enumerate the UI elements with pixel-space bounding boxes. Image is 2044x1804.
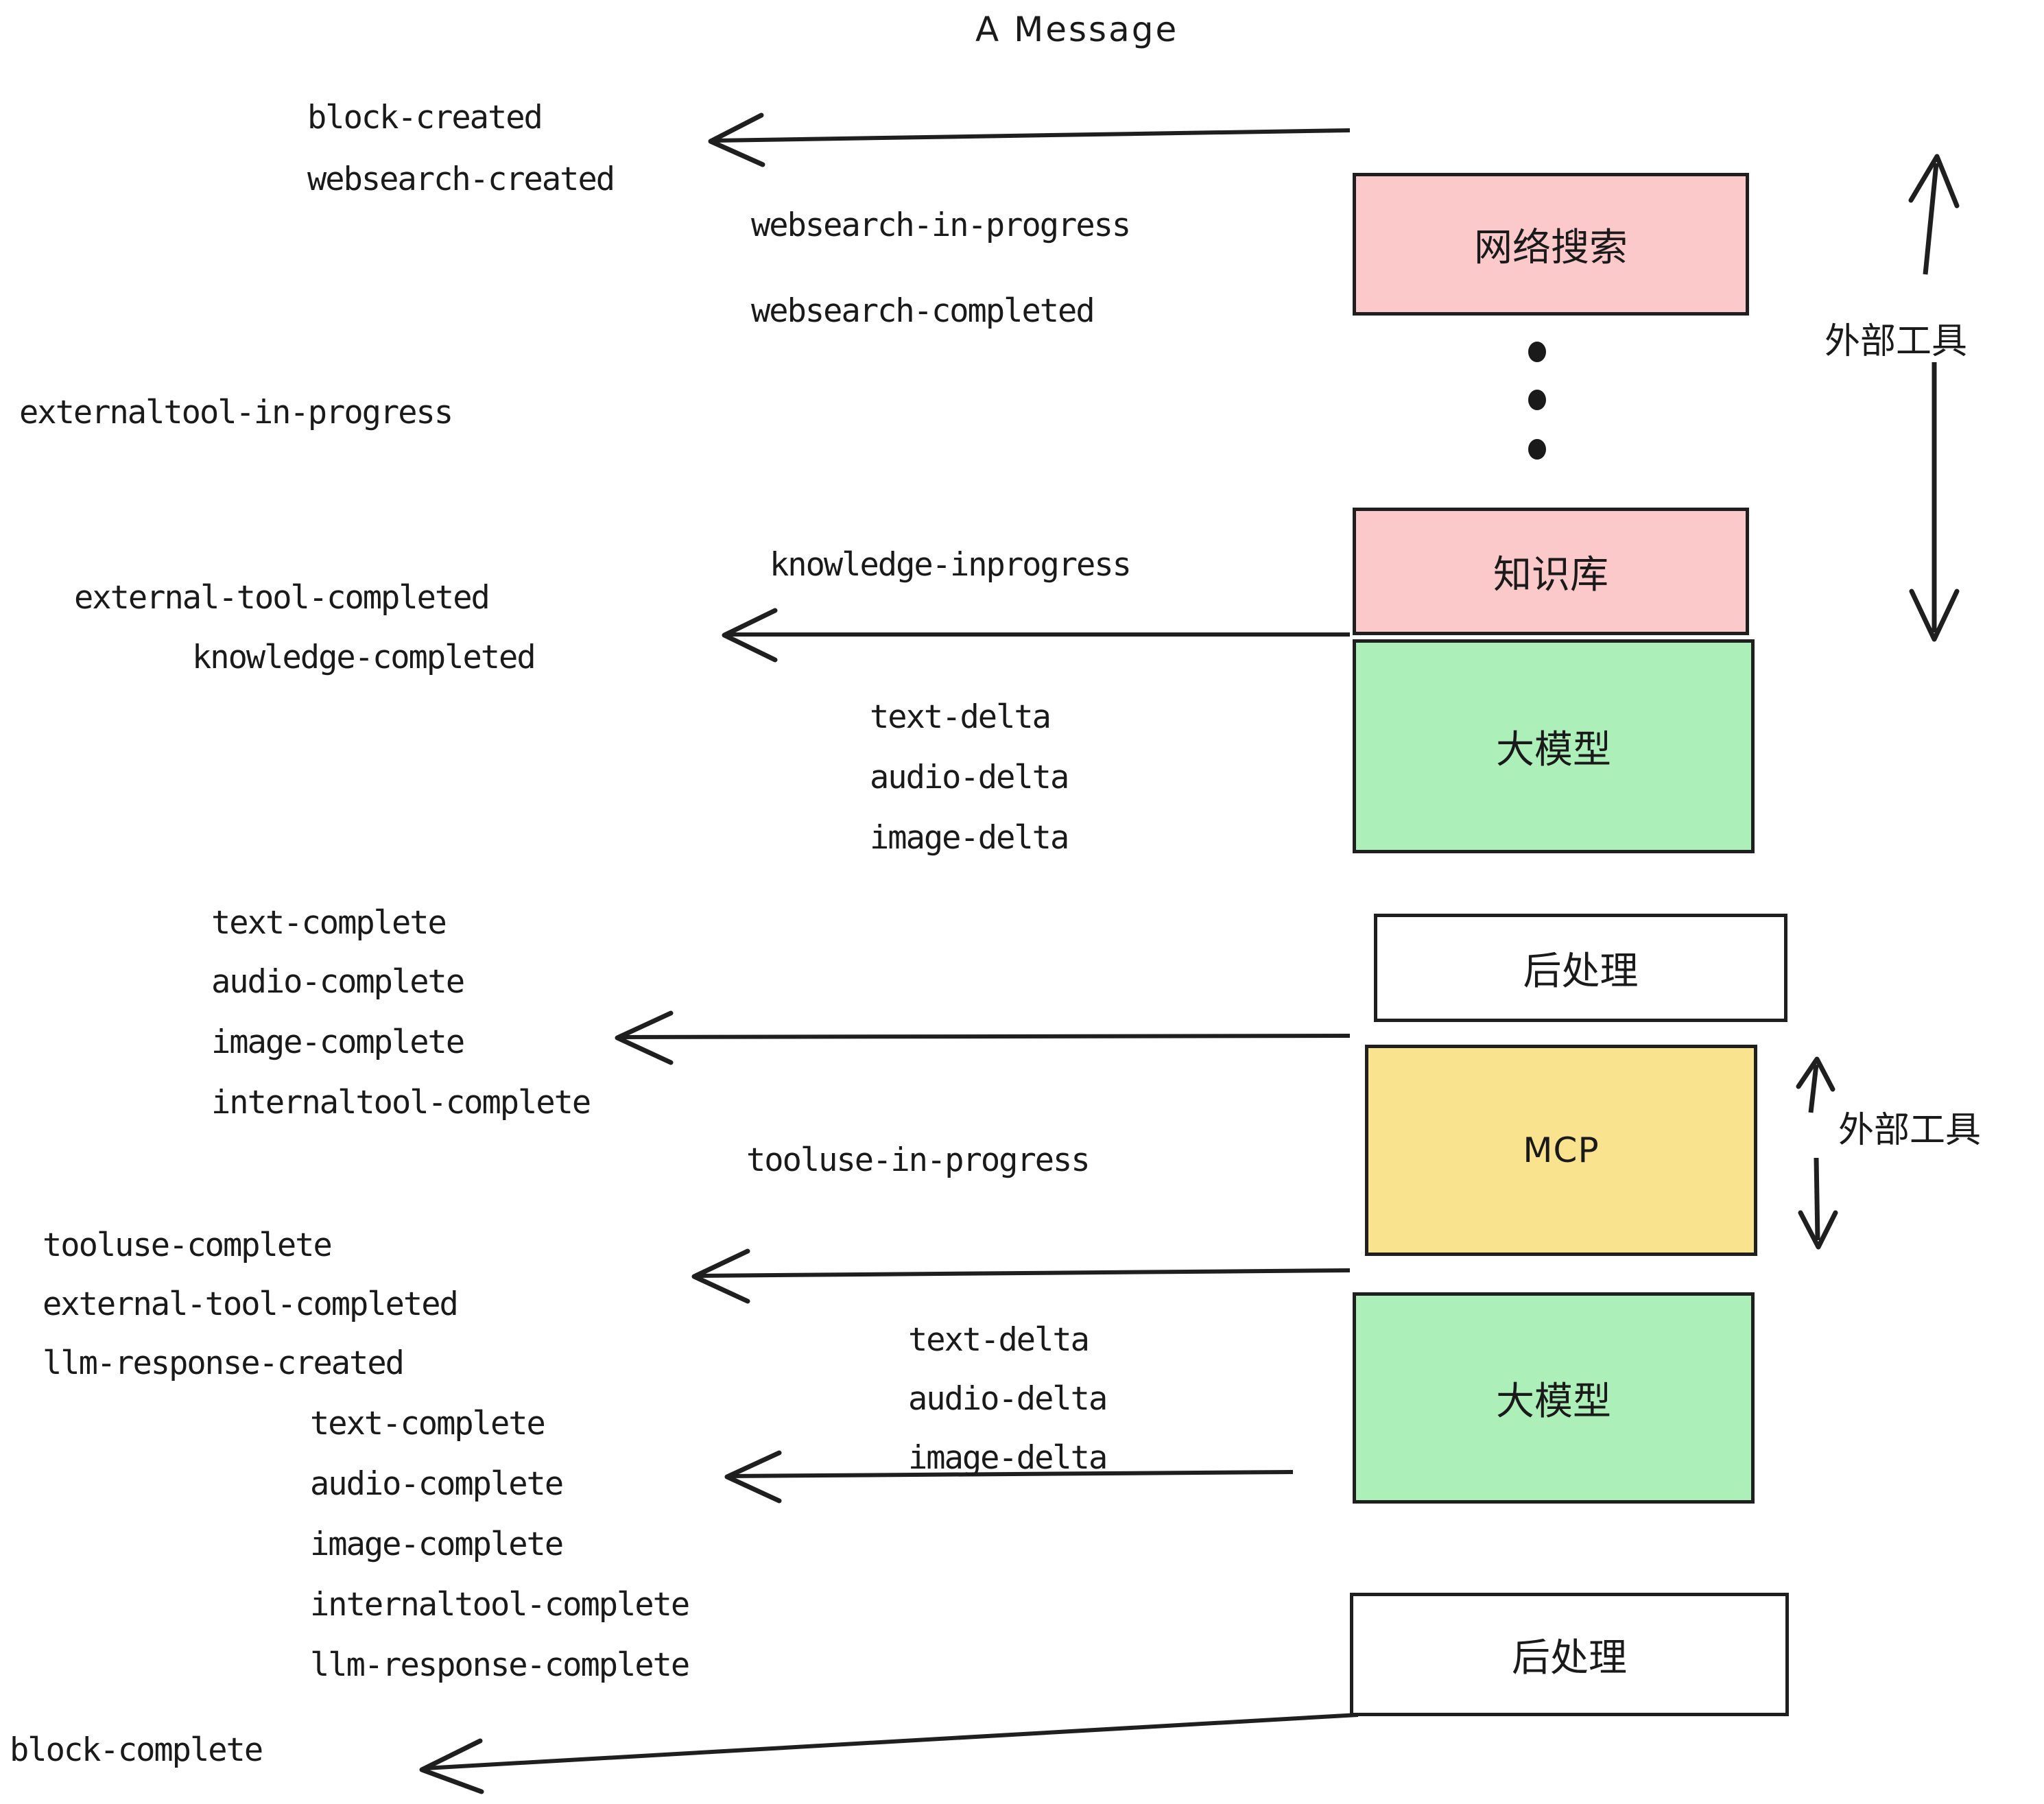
event-knowledge-inprogress: knowledge-inprogress: [770, 546, 1132, 584]
arrow-to-knowledge-completed: [722, 608, 1350, 663]
event-websearch-completed: websearch-completed: [751, 292, 1095, 330]
event-websearch-in-progress: websearch-in-progress: [751, 206, 1131, 244]
box-websearch[interactable]: 网络搜索: [1353, 173, 1749, 316]
box-postprocess-second-label: 后处理: [1512, 1635, 1627, 1681]
box-knowledgebase[interactable]: 知识库: [1353, 508, 1749, 635]
box-mcp[interactable]: MCP: [1365, 1045, 1757, 1256]
event-tooluse-in-progress: tooluse-in-progress: [746, 1141, 1091, 1179]
box-websearch-label: 网络搜索: [1474, 225, 1628, 270]
ellipsis-dot: [1528, 342, 1546, 362]
event-internaltool-complete-first: internaltool-complete: [211, 1084, 591, 1121]
event-image-complete-second: image-complete: [310, 1526, 564, 1563]
ellipsis-dot: [1528, 439, 1546, 460]
event-block-created: block-created: [307, 99, 543, 137]
box-postprocess-first-label: 后处理: [1523, 949, 1639, 994]
box-postprocess-second[interactable]: 后处理: [1350, 1593, 1789, 1716]
box-postprocess-first[interactable]: 后处理: [1374, 914, 1787, 1022]
event-audio-delta-second: audio-delta: [908, 1380, 1108, 1418]
box-llm-first[interactable]: 大模型: [1353, 639, 1755, 853]
arrow-to-block-created: [708, 112, 1351, 167]
event-external-tool-completed-first: external-tool-completed: [74, 579, 490, 617]
event-external-tool-completed-second: external-tool-completed: [43, 1285, 459, 1323]
external-tools-label-top: 外部工具: [1825, 321, 1968, 362]
event-externaltool-in-progress: externaltool-in-progress: [19, 394, 453, 431]
event-text-complete-first: text-complete: [211, 904, 447, 942]
box-knowledgebase-label: 知识库: [1493, 552, 1608, 597]
ellipsis-dot: [1528, 390, 1546, 410]
event-text-complete-second: text-complete: [310, 1405, 546, 1443]
event-tooluse-complete: tooluse-complete: [43, 1226, 333, 1264]
event-audio-delta-first: audio-delta: [870, 759, 1069, 796]
box-llm-first-label: 大模型: [1496, 727, 1611, 772]
event-text-delta-second: text-delta: [908, 1321, 1090, 1359]
event-websearch-created: websearch-created: [307, 161, 615, 198]
box-llm-second[interactable]: 大模型: [1353, 1292, 1755, 1504]
event-image-complete-first: image-complete: [211, 1023, 465, 1061]
arrow-to-tooluse-complete: [691, 1248, 1351, 1304]
external-tools-label-bottom: 外部工具: [1838, 1110, 1982, 1151]
box-llm-second-label: 大模型: [1496, 1379, 1611, 1424]
event-knowledge-completed: knowledge-completed: [192, 639, 536, 676]
event-llm-response-complete: llm-response-complete: [310, 1646, 690, 1684]
external-tools-arrow-top: [1908, 154, 1960, 642]
box-mcp-label: MCP: [1523, 1130, 1600, 1170]
external-tools-arrow-bottom: [1796, 1056, 1838, 1250]
event-block-complete: block-complete: [10, 1731, 263, 1769]
page-title: A Message: [975, 10, 1179, 49]
event-llm-response-created: llm-response-created: [43, 1344, 405, 1382]
event-image-delta-second: image-delta: [908, 1439, 1108, 1477]
arrow-to-block-complete: [419, 1713, 1359, 1794]
event-audio-complete-first: audio-complete: [211, 963, 465, 1001]
event-image-delta-first: image-delta: [870, 819, 1069, 857]
event-audio-complete-second: audio-complete: [310, 1465, 564, 1503]
arrow-to-image-complete: [615, 1010, 1351, 1065]
event-text-delta-first: text-delta: [870, 698, 1051, 736]
event-internaltool-complete-second: internaltool-complete: [310, 1586, 690, 1624]
